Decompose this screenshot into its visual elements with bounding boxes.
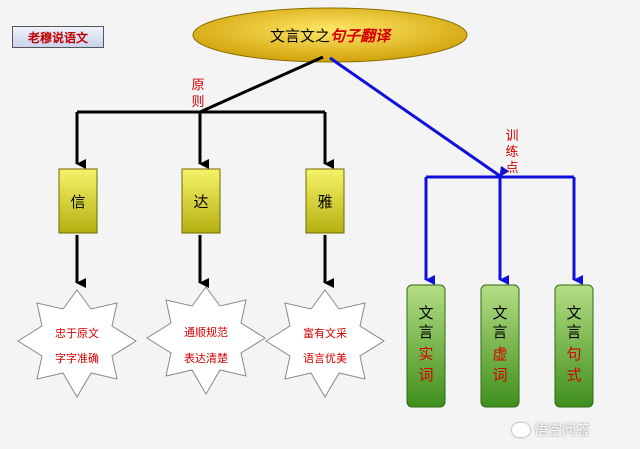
left-branch-label-char: 则 xyxy=(191,95,204,110)
right-branch-label: 训 练 点 xyxy=(505,129,518,176)
principle-desc-line: 字字准确 xyxy=(55,351,99,365)
principle-name: 雅 xyxy=(317,193,332,211)
principle-desc-line: 表达清楚 xyxy=(184,351,228,365)
practice-top-char-1: 文 xyxy=(492,304,507,322)
principle-desc-line: 富有文采 xyxy=(303,326,347,340)
svg-text:文言文之句子翻译: 文言文之句子翻译 xyxy=(270,27,392,45)
principle-desc-line: 语言优美 xyxy=(303,352,347,365)
principle-star: 富有文采 语言优美 xyxy=(265,289,385,398)
principle-connectors xyxy=(75,55,334,288)
author-badge: 老穆说语文 xyxy=(12,26,104,48)
principle-name: 达 xyxy=(193,193,208,211)
practice-top-char-1: 文 xyxy=(418,304,433,322)
right-main-connector xyxy=(329,56,510,178)
practice-bottom-char-1: 句 xyxy=(566,345,581,363)
left-main-connector xyxy=(199,55,324,114)
watermark: 悟空问答 xyxy=(512,420,590,440)
watermark-text: 悟空问答 xyxy=(534,423,590,439)
principle-box: 信 xyxy=(58,168,98,234)
principle-desc-line: 通顺规范 xyxy=(184,325,228,339)
left-branch-label: 原 则 xyxy=(191,78,204,110)
left-branch-label-char: 原 xyxy=(191,78,204,93)
practice-box: 文 言 句 式 xyxy=(554,284,594,408)
practice-top-char-2: 言 xyxy=(418,323,433,341)
right-branch-label-char: 训 xyxy=(505,129,518,144)
right-branch-label-char: 点 xyxy=(505,161,518,176)
practice-bottom-char-1: 实 xyxy=(418,345,433,363)
right-branch-label-char: 练 xyxy=(505,145,518,160)
principle-name: 信 xyxy=(70,193,85,211)
top-node-prefix: 文言文之 xyxy=(270,27,330,45)
top-node-suffix: 句子翻译 xyxy=(330,27,392,45)
practice-bottom-char-2: 词 xyxy=(418,366,433,384)
chat-bubble-icon xyxy=(512,423,530,437)
principle-box: 达 xyxy=(181,168,221,234)
practice-top-char-1: 文 xyxy=(566,304,581,322)
practice-connectors xyxy=(329,56,583,285)
practice-box: 文 言 虚 词 xyxy=(480,284,520,408)
practice-top-char-2: 言 xyxy=(492,323,507,341)
practice-box: 文 言 实 词 xyxy=(406,284,446,408)
top-node: 文言文之句子翻译 xyxy=(192,7,468,63)
practice-bottom-char-2: 式 xyxy=(566,366,581,384)
principle-box: 雅 xyxy=(305,168,345,234)
practice-bottom-char-2: 词 xyxy=(492,366,507,384)
principle-star: 忠于原文 字字准确 xyxy=(17,289,137,398)
principle-star: 通顺规范 表达清楚 xyxy=(146,286,266,395)
practice-top-char-2: 言 xyxy=(566,323,581,341)
principle-desc-line: 忠于原文 xyxy=(55,326,99,340)
practice-bottom-char-1: 虚 xyxy=(492,345,507,363)
